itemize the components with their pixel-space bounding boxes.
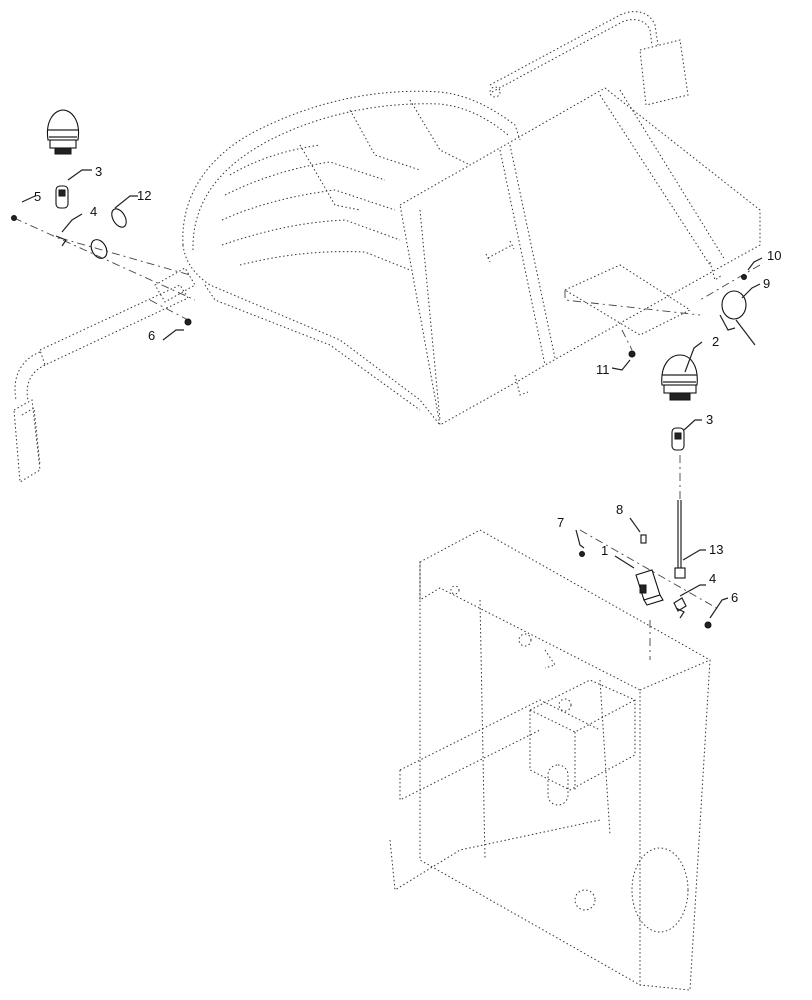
assembly-lines xyxy=(13,217,761,660)
callout-6-right: 6 xyxy=(731,590,738,605)
callout-7: 7 xyxy=(557,515,564,530)
callout-9: 9 xyxy=(763,276,770,291)
callout-4-right: 4 xyxy=(709,571,716,586)
callout-1: 1 xyxy=(601,543,608,558)
callout-5: 5 xyxy=(34,189,41,204)
callout-11: 11 xyxy=(596,362,610,377)
callout-10: 10 xyxy=(767,248,781,263)
callout-4-left: 4 xyxy=(90,204,97,219)
callout-6-left: 6 xyxy=(148,328,155,343)
callout-8: 8 xyxy=(616,502,623,517)
cab-frame-post xyxy=(389,529,711,991)
fasteners xyxy=(11,215,747,629)
left-mirror-arm xyxy=(13,267,196,483)
cab-roof xyxy=(182,11,761,426)
callout-2: 2 xyxy=(712,334,719,349)
beacon-light-left xyxy=(46,109,127,259)
mount-bracket xyxy=(635,569,687,612)
callout-3-right: 3 xyxy=(706,412,713,427)
callout-leaders xyxy=(21,169,763,619)
callout-13: 13 xyxy=(709,542,723,557)
roof-clip xyxy=(719,290,756,346)
callout-3-left: 3 xyxy=(95,164,102,179)
callout-12: 12 xyxy=(137,188,151,203)
beacon-light-right xyxy=(661,354,698,579)
